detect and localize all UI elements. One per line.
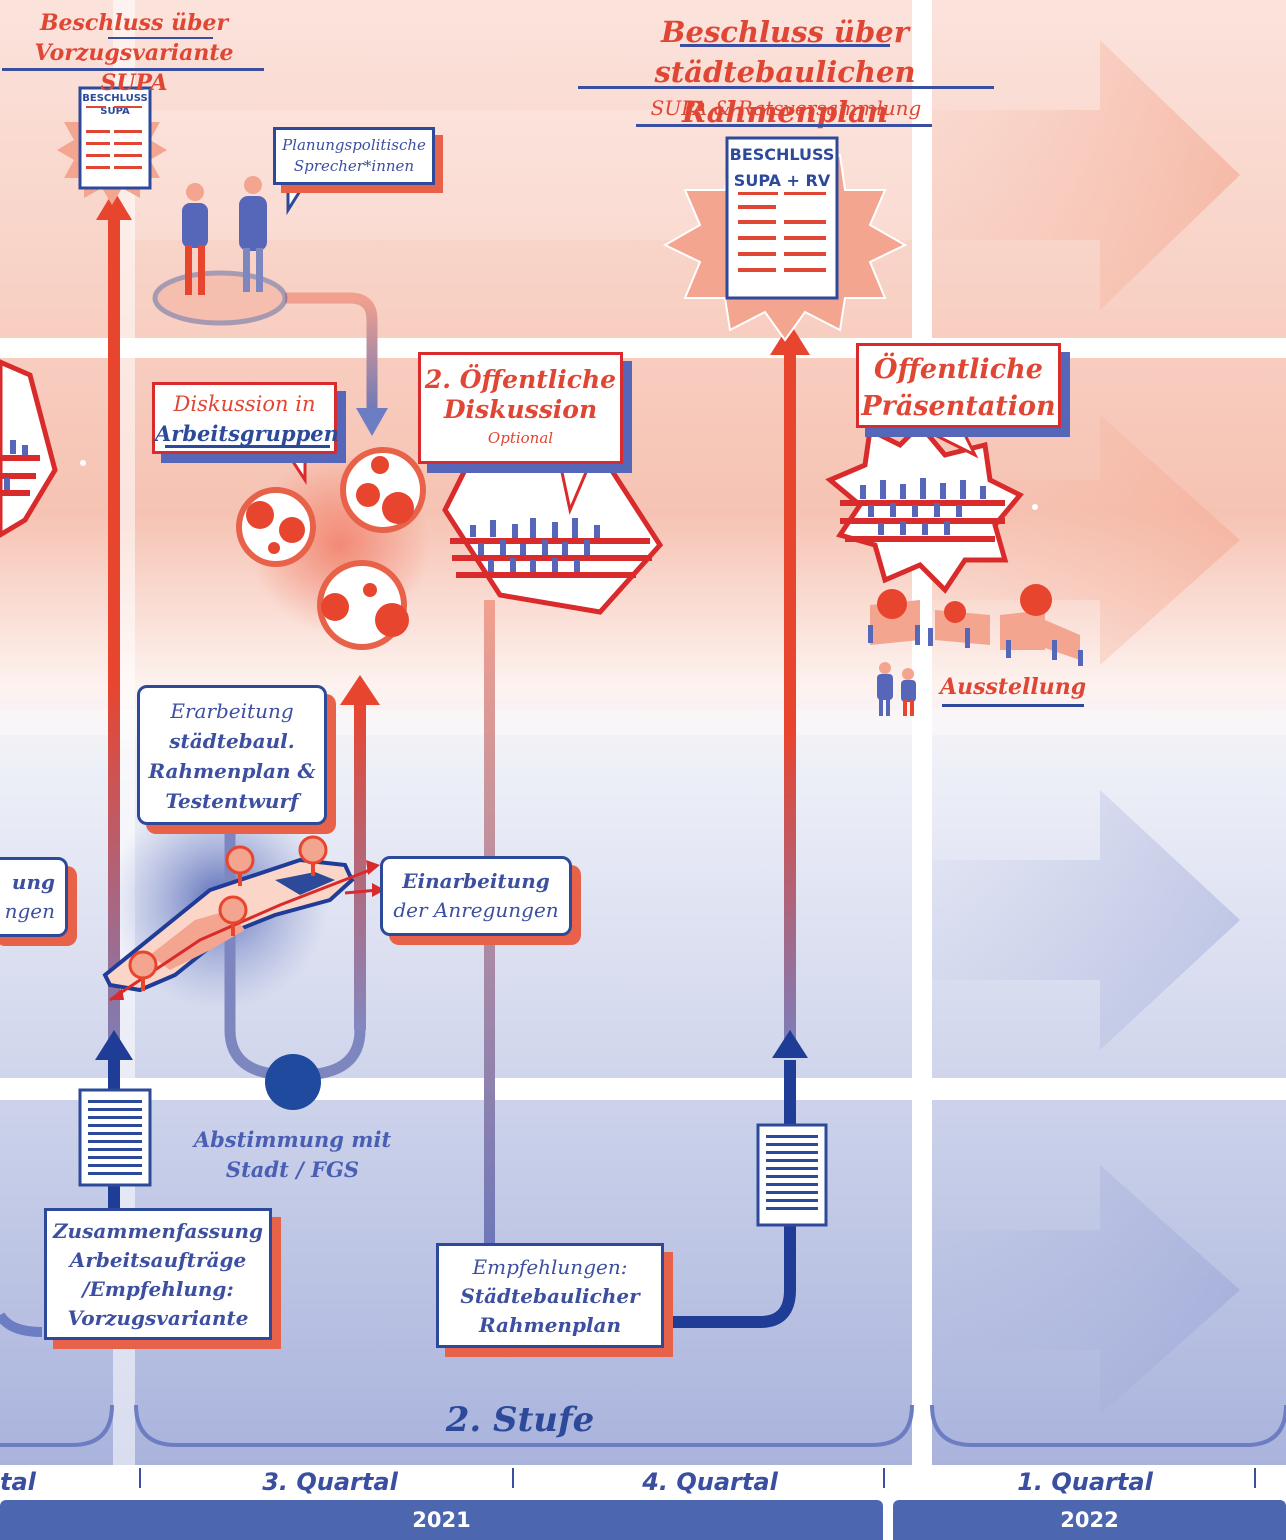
- label-abstimmung: Abstimmung mit Stadt / FGS: [185, 1125, 400, 1185]
- underline: [165, 445, 330, 448]
- underline: [738, 192, 778, 195]
- callout-sprecher: Planungspolitische Sprecher*innen: [273, 127, 435, 185]
- title-beschluss-vorzugsvariante: Beschluss über Vorzugsvariante SUPA: [0, 8, 268, 98]
- box-line-bold: Städtebaulicher: [460, 1284, 640, 1308]
- box-line: /Empfehlung:: [82, 1277, 234, 1301]
- document-icon: [78, 86, 152, 190]
- badge-beschluss-supa-rv: BESCHLUSS SUPA + RV: [727, 142, 837, 194]
- underline: [108, 37, 213, 39]
- callout-line-bold: Arbeitsgruppen: [155, 421, 339, 446]
- underline: [784, 192, 826, 195]
- crowd-praesentation: [825, 421, 1024, 594]
- badge-line: SUPA: [100, 106, 130, 117]
- speech-bubble-icon: [317, 560, 409, 650]
- callout-line: Diskussion: [443, 395, 598, 424]
- callout-diskussion-2: 2. Öffentliche Diskussion Optional: [418, 352, 623, 464]
- person-icon: [901, 668, 916, 716]
- box-line: ngen: [4, 899, 55, 923]
- tree-icon: [298, 835, 328, 876]
- underline: [114, 106, 142, 108]
- quarter-label: 1. Quartal: [1017, 1468, 1153, 1496]
- box-line-bold: städtebaul.: [169, 729, 295, 753]
- year-bar-2022: 2022: [893, 1500, 1286, 1540]
- callout-line: Sprecher*innen: [293, 157, 415, 175]
- box-line-bold: Rahmenplan: [478, 1313, 622, 1337]
- quarter-label: 3. Quartal: [262, 1468, 398, 1496]
- crowd-diskussion: [442, 457, 664, 615]
- badge-line: SUPA + RV: [733, 171, 831, 190]
- label-line: Stadt / FGS: [225, 1157, 360, 1182]
- underline: [636, 124, 932, 127]
- underline: [942, 704, 1084, 707]
- box-empfehlungen: Empfehlungen: Städtebaulicher Rahmenplan: [436, 1243, 664, 1348]
- box-line: Erarbeitung: [170, 699, 294, 723]
- quarter-label: 4. Quartal: [642, 1468, 778, 1496]
- box-line: der Anregungen: [393, 898, 559, 922]
- title-line: Beschluss über: [661, 15, 909, 49]
- badge-beschluss-supa: BESCHLUSS SUPA: [80, 92, 150, 118]
- person-icon: [239, 176, 267, 292]
- box-zusammenfassung: Zusammenfassung Arbeitsaufträge /Empfehl…: [44, 1208, 272, 1340]
- box-erarbeitung: Erarbeitung städtebaul. Rahmenplan & Tes…: [137, 685, 327, 825]
- tree-icon: [128, 950, 158, 991]
- title-beschluss-rahmenplan: Beschluss über städtebaulichen Rahmenpla…: [575, 12, 995, 132]
- callout-line: Präsentation: [861, 391, 1056, 422]
- title-line: Beschluss über: [39, 10, 229, 36]
- box-line: Arbeitsaufträge: [69, 1248, 247, 1272]
- callout-optional: Optional: [487, 429, 554, 447]
- title-line: Vorzugsvariante SUPA: [34, 40, 234, 96]
- label-ausstellung: Ausstellung: [940, 674, 1087, 700]
- person-icon: [877, 662, 893, 716]
- stage-label: 2. Stufe: [445, 1400, 595, 1440]
- subtitle-supa-ratsversammlung: SUPA & Ratsversammlung: [650, 96, 922, 120]
- callout-line: Diskussion in: [173, 392, 316, 416]
- person-icon: [182, 183, 208, 295]
- box-line-bold: Einarbeitung: [402, 869, 550, 893]
- underline: [578, 86, 994, 89]
- underline: [86, 106, 106, 108]
- tree-icon: [218, 895, 248, 936]
- callout-line: Planungspolitische: [282, 136, 426, 154]
- underline: [2, 68, 264, 71]
- callout-line: 2. Öffentliche: [424, 365, 617, 394]
- title-line: städtebaulichen Rahmenplan: [654, 55, 916, 129]
- arrow-up-icon: [96, 190, 132, 1065]
- box-line: Vorzugsvariante: [67, 1306, 249, 1330]
- tree-icon: [225, 845, 255, 886]
- callout-praesentation: Öffentliche Präsentation: [856, 343, 1061, 428]
- year-bar-2021: 2021: [0, 1500, 883, 1540]
- box-line-bold: ung: [11, 870, 55, 894]
- callout-arbeitsgruppen: Diskussion in Arbeitsgruppen: [152, 382, 339, 454]
- ausstellung-panels: [868, 584, 1083, 716]
- speech-bubble-icon: [340, 447, 426, 533]
- box-left-partial: ung ngen: [0, 857, 68, 937]
- box-line: Zusammenfassung: [52, 1219, 264, 1243]
- document-icon: [725, 136, 839, 300]
- box-einarbeitung: Einarbeitung der Anregungen: [380, 856, 572, 936]
- badge-line: BESCHLUSS: [729, 145, 835, 164]
- quarter-label: tal: [0, 1468, 36, 1496]
- document-icon: [756, 1123, 828, 1227]
- document-icon: [78, 1088, 152, 1187]
- underline: [680, 44, 890, 47]
- badge-line: BESCHLUSS: [82, 93, 148, 104]
- box-line-bold: Testentwurf: [165, 789, 299, 813]
- callout-line: Öffentliche: [874, 354, 1043, 385]
- box-line-bold: Rahmenplan &: [148, 759, 316, 783]
- label-line: Abstimmung mit: [193, 1127, 392, 1152]
- box-line: Empfehlungen:: [472, 1255, 628, 1279]
- speech-bubble-icon: [236, 487, 316, 567]
